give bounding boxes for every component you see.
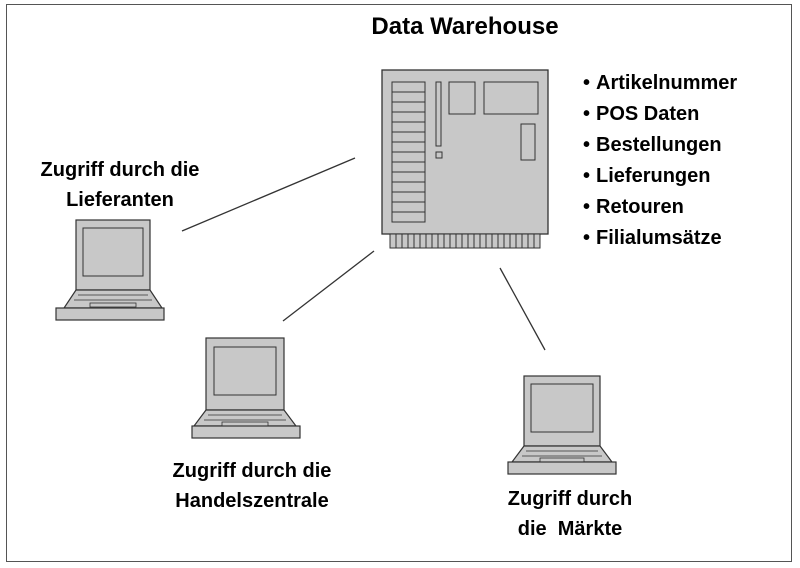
client-label-line: Zugriff durch	[507, 488, 633, 510]
laptop-icon-maerkte	[507, 375, 617, 475]
laptop-icon-handelszentrale	[191, 337, 301, 439]
client-label-maerkte: Zugriff durch die Märkte	[470, 484, 670, 544]
data-item: Filialumsätze	[583, 223, 737, 254]
data-item: Bestellungen	[583, 130, 737, 161]
connector-handelszentrale	[282, 250, 375, 322]
server-icon	[381, 69, 549, 249]
client-label-line: Zugriff durch die	[172, 460, 332, 482]
connector-maerkte	[499, 267, 546, 351]
diagram-title: Data Warehouse	[371, 13, 559, 40]
client-label-line: Zugriff durch die	[40, 159, 200, 181]
laptop-icon-lieferanten	[55, 219, 165, 321]
data-items-list: Artikelnummer POS Daten Bestellungen Lie…	[583, 68, 737, 254]
client-label-handelszentrale: Zugriff durch die Handelszentrale	[152, 456, 352, 516]
data-item: Retouren	[583, 192, 737, 223]
client-label-line: Handelszentrale	[175, 490, 329, 512]
client-label-line: Lieferanten	[66, 189, 174, 211]
connector-lieferanten	[181, 157, 356, 232]
client-label-line: die Märkte	[517, 518, 623, 540]
client-label-lieferanten: Zugriff durch die Lieferanten	[20, 155, 220, 215]
data-item: Lieferungen	[583, 161, 737, 192]
data-item: POS Daten	[583, 99, 737, 130]
data-item: Artikelnummer	[583, 68, 737, 99]
